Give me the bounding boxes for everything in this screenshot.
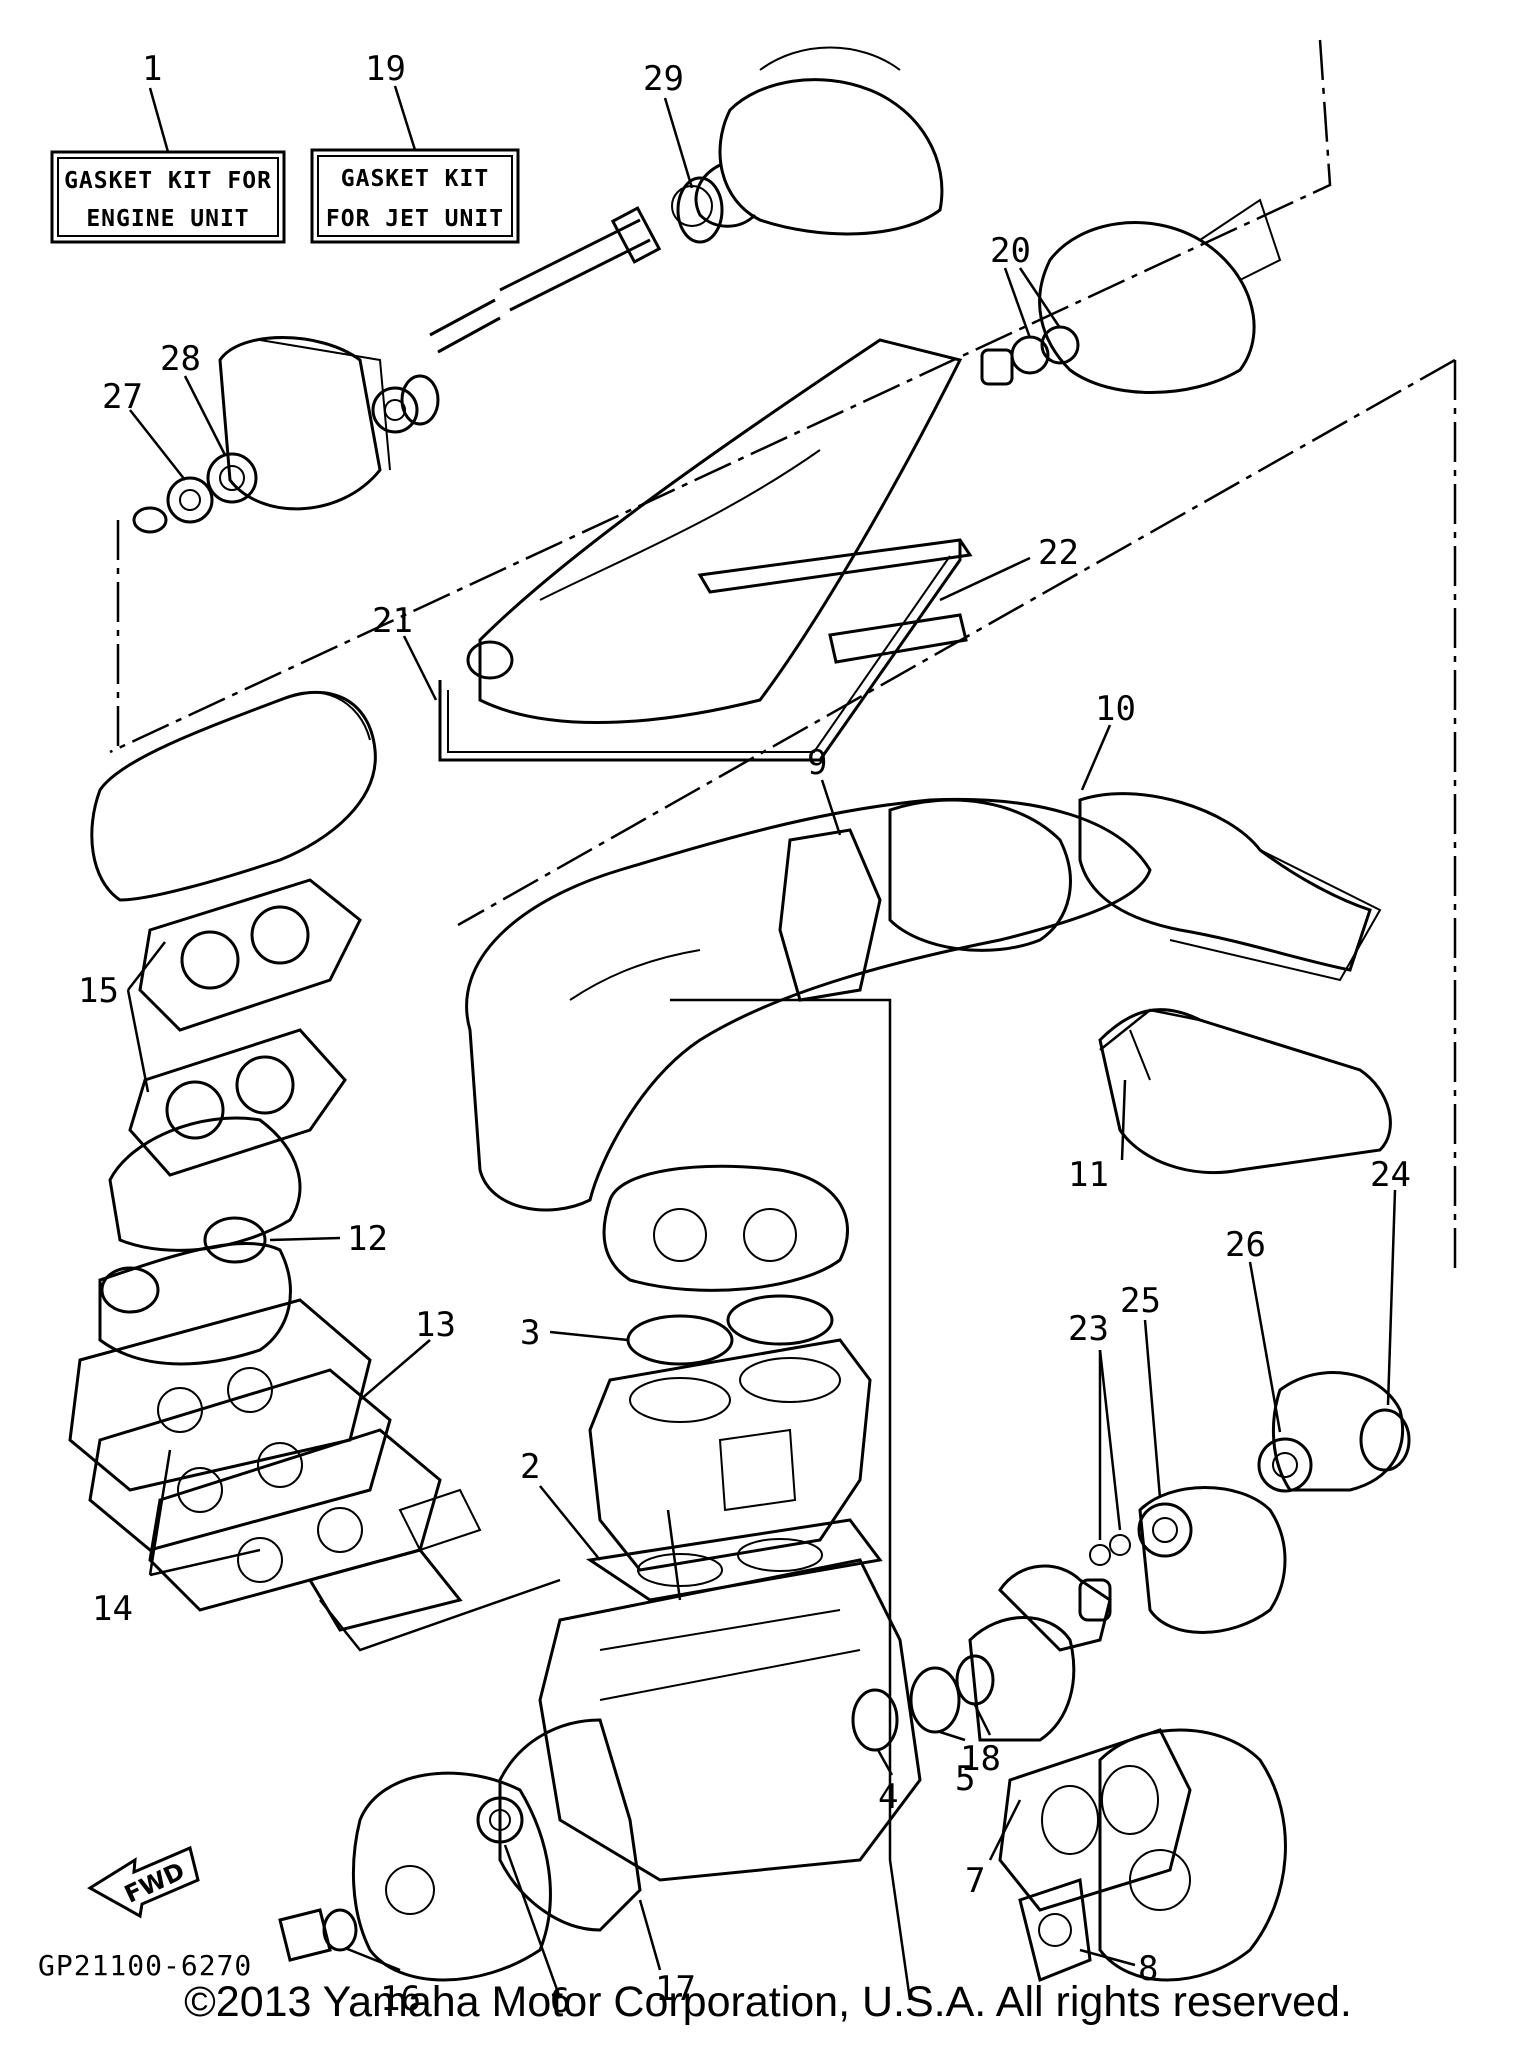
- cylinder-block: [588, 1338, 872, 1572]
- kit-box-engine-line2: ENGINE UNIT: [86, 206, 249, 232]
- jet-pump-rear-housing: [1089, 1371, 1411, 1634]
- cylinder-head-cover: [602, 1164, 849, 1292]
- kit-box-engine-line1: GASKET KIT FOR: [64, 168, 272, 194]
- o-rings-23: [1109, 1534, 1131, 1556]
- callout-24: 24: [1370, 1155, 1411, 1195]
- drive-coupling-shaft: [998, 1564, 1112, 1652]
- callout-28: 28: [160, 339, 201, 379]
- kit-box-engine-unit: GASKET KIT FOR ENGINE UNIT 1: [50, 49, 286, 244]
- callout-25: 25: [1120, 1281, 1161, 1321]
- callouts: 29 20 28 27 22 21 10 9 15 11 24 12: [78, 59, 1411, 2021]
- impeller-housing-left: [132, 336, 391, 534]
- cylinder-head-gasket-15: [128, 878, 362, 1177]
- kit-box-jet-line1: GASKET KIT: [341, 166, 489, 192]
- callout-12: 12: [347, 1219, 388, 1259]
- callout-29: 29: [643, 59, 684, 99]
- bearing-25: [1137, 1502, 1193, 1558]
- starter-and-seal-16: [278, 1908, 358, 1962]
- callout-4: 4: [878, 1777, 898, 1817]
- callout-20: 20: [990, 231, 1031, 271]
- crankcase: [538, 1558, 922, 1882]
- callout-18: 18: [960, 1739, 1001, 1779]
- kit-box-jet-unit: GASKET KIT FOR JET UNIT 19: [310, 49, 520, 244]
- exhaust-manifold-gasket-7: [998, 1728, 1192, 1912]
- exhaust-manifold: [1098, 1728, 1287, 1982]
- gasket-8: [1018, 1877, 1092, 1983]
- callout-2: 2: [520, 1447, 540, 1487]
- callout-13: 13: [415, 1305, 456, 1345]
- intake-manifold-stack: [98, 1116, 302, 1366]
- callout-23: 23: [1068, 1309, 1109, 1349]
- callout-14: 14: [92, 1589, 133, 1629]
- exhaust-elbow: [90, 690, 377, 902]
- drive-shaft: [371, 206, 662, 434]
- callout-8: 8: [1138, 1949, 1158, 1989]
- base-gasket-2: [585, 1518, 883, 1602]
- exhaust-joint-9: [778, 828, 882, 1002]
- callout-16: 16: [380, 1979, 421, 2019]
- bearing-27: [166, 476, 214, 524]
- bearing-26: [1257, 1437, 1313, 1493]
- callout-7: 7: [965, 1861, 985, 1901]
- kit-box-jet-line2: FOR JET UNIT: [326, 206, 504, 232]
- jet-pump-housing-top: [671, 46, 944, 244]
- copyright-notice: ©2013 Yamaha Motor Corporation, U.S.A. A…: [184, 1978, 1352, 2026]
- bearing-shaft: [371, 386, 419, 434]
- callout-17: 17: [655, 1969, 696, 2009]
- forward-arrow-icon: FWD: [87, 1845, 200, 1919]
- figure-code: GP21100-6270: [38, 1949, 252, 1982]
- callout-27: 27: [102, 377, 143, 417]
- intake-grate-22: [697, 538, 973, 664]
- cover-o-ring-24: [1359, 1408, 1411, 1472]
- exhaust-hose-11: [1098, 1008, 1392, 1175]
- exhaust-pipe-main: [465, 797, 1152, 1212]
- callout-22: 22: [1038, 533, 1079, 573]
- callout-11: 11: [1068, 1155, 1109, 1195]
- cylinder-head-gasket-3: [626, 1294, 834, 1366]
- oil-seal-6: [476, 1796, 524, 1844]
- callout-21: 21: [372, 601, 413, 641]
- flywheel-cover: [351, 1771, 552, 1982]
- callout-10: 10: [1095, 689, 1136, 729]
- callout-1: 1: [142, 49, 162, 89]
- exhaust-chamber-10: [888, 792, 1382, 982]
- callout-15: 15: [78, 971, 119, 1011]
- coupling-seals-4-5-18: [851, 1616, 1076, 1752]
- callout-6: 6: [550, 1981, 570, 2021]
- callout-19: 19: [365, 49, 406, 89]
- callout-5: 5: [955, 1759, 975, 1799]
- engine-group-outline: [666, 998, 912, 2001]
- bearing-28: [206, 452, 258, 504]
- callout-9: 9: [807, 743, 827, 783]
- callout-3: 3: [520, 1313, 540, 1353]
- reed-valve-gaskets-13-14: [68, 1298, 561, 1652]
- callout-26: 26: [1225, 1225, 1266, 1265]
